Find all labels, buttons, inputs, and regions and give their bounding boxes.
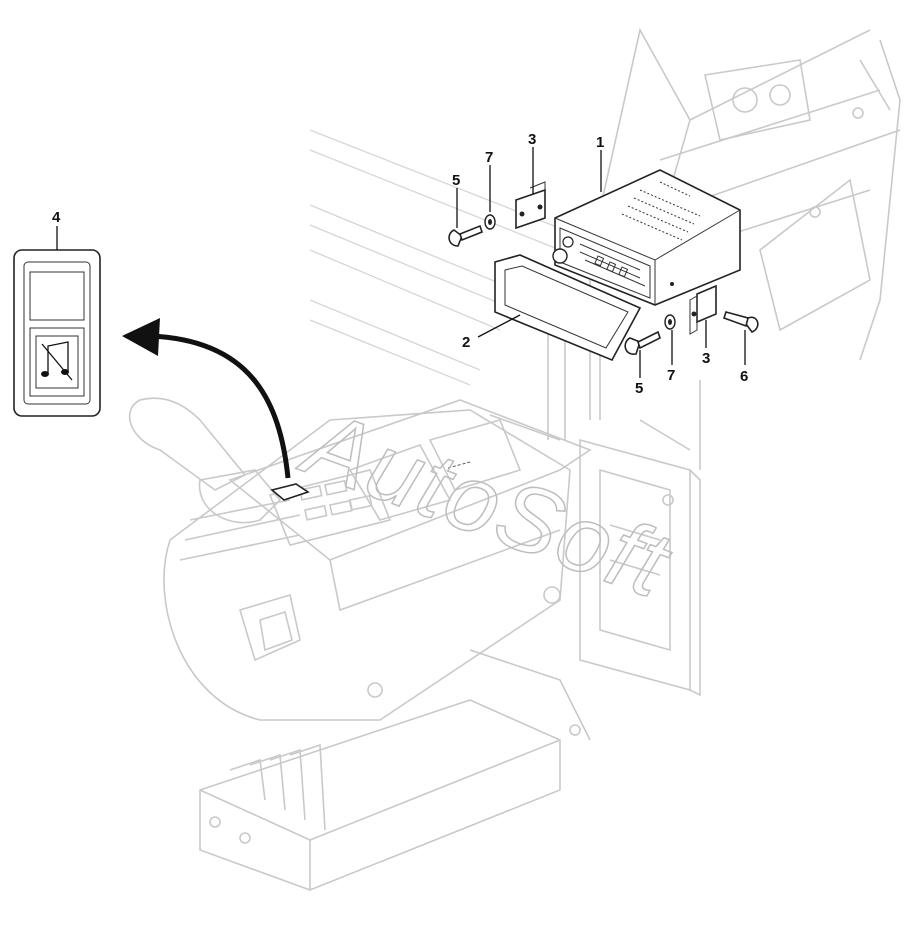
radio-unit <box>552 169 741 306</box>
mounting-bracket-left <box>515 181 546 230</box>
callout-6: 6 <box>740 368 748 385</box>
washer-left-upper <box>484 214 496 230</box>
callout-2: 2 <box>462 334 470 351</box>
callout-5-lower: 5 <box>635 380 643 397</box>
callout-3-lower: 3 <box>702 350 710 367</box>
control-console <box>128 397 592 891</box>
watermark: AutoSoft <box>288 388 684 618</box>
music-note-icon <box>41 341 73 381</box>
callout-1: 1 <box>596 134 604 151</box>
radio-switch <box>13 249 101 417</box>
callout-3-upper: 3 <box>528 131 536 148</box>
callout-5-upper: 5 <box>452 172 460 189</box>
callout-labels: 1 2 3 3 4 5 5 6 7 7 <box>52 131 748 397</box>
washer-lower <box>664 314 676 330</box>
trim-frame <box>494 254 642 362</box>
callout-4: 4 <box>52 209 61 226</box>
screw-lower <box>624 330 661 355</box>
screw-left-upper <box>448 224 483 247</box>
callout-7-lower: 7 <box>667 367 675 384</box>
leader-lines <box>56 147 746 378</box>
mounting-bracket-right <box>689 284 717 335</box>
cab-frame-background <box>309 27 901 697</box>
callout-7-upper: 7 <box>485 149 493 166</box>
switch-location-marker <box>270 483 310 501</box>
curved-arrow-icon <box>122 318 291 479</box>
screw-right <box>722 311 759 333</box>
